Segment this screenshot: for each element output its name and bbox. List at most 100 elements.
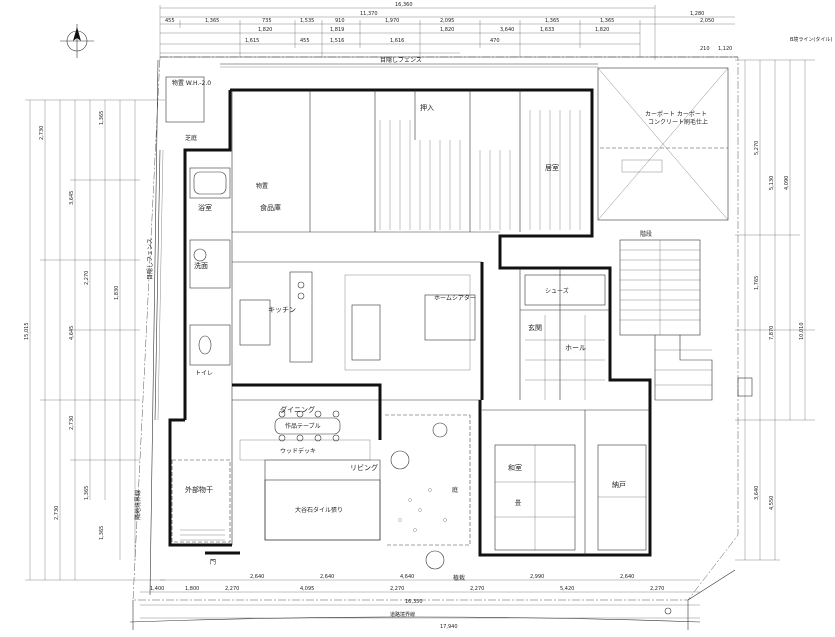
wood-deck-label: ウッドデッキ (280, 447, 316, 455)
closet-label: 押入 (420, 103, 434, 112)
dim-left-2: 1,365 (99, 111, 105, 125)
dim-row1-9: 2,050 (700, 18, 714, 24)
dim-sub-top: 11,370 (360, 11, 378, 17)
kitchen-label: キッチン (268, 306, 296, 314)
dim-row3-3: 1,616 (390, 38, 404, 44)
dim-row1-4: 910 (335, 18, 345, 24)
plant-note-label: 植栽 (453, 574, 465, 582)
dim-row2-0: 1,820 (258, 27, 272, 33)
japanese-room-east: 納戸 (597, 444, 647, 551)
dim-row1-8: 1,365 (600, 18, 614, 24)
dim-left-9: 1,365 (84, 486, 90, 500)
carport-label: カーポート カーポート (645, 110, 707, 118)
living-label: リビング (350, 463, 378, 472)
dim-bottom-in-4: 2,640 (620, 574, 634, 580)
tile-porch: 大谷石タイル張り (264, 479, 381, 541)
storage-shed: 物置 W.H.-2.0 (165, 76, 211, 123)
entrance: シューズ 玄関 ホール (524, 274, 606, 400)
japanese-room-west: 和室 畳 (494, 444, 576, 551)
dim-row1-1: 1,365 (205, 18, 219, 24)
hall-label: ホール (565, 344, 586, 352)
carport-area: カーポート カーポート コンクリート刷毛仕上 (597, 67, 729, 221)
top-dimension-lines: 16,360 11,370 1,280 455 1,365 735 1,535 … (159, 2, 735, 60)
dim-left-4: 4,645 (69, 326, 75, 340)
road2-label: 隣地境界線 (134, 490, 142, 520)
stair-label: 階段 (640, 230, 652, 238)
west-fence: 目隠しフェンス 隣地境界線 芝庭 (134, 134, 197, 520)
dim-left-1: 3,645 (69, 191, 75, 205)
home-theater: ホームシアター (424, 294, 476, 341)
dim-right-2: 4,090 (784, 176, 790, 190)
dim-left-7: 2,730 (54, 506, 60, 520)
bottom-dimension-lines: 2,640 2,640 4,640 2,990 2,640 1,400 1,80… (129, 569, 736, 630)
dim-left-6: 1,830 (114, 286, 120, 300)
dim-right-top-0: 210 (700, 46, 710, 52)
north-fence-label: 目隠しフェンス (380, 56, 422, 64)
site-boundary (132, 56, 739, 601)
building-walls (168, 88, 652, 557)
dim-row2-5: 1,820 (595, 27, 609, 33)
dim-row2-1: 1,819 (330, 27, 344, 33)
dim-left-0: 2,730 (39, 126, 45, 140)
dim-bottom-7: 2,270 (650, 586, 664, 592)
room-north-label: 居室 (545, 163, 559, 172)
dim-row1-5: 1,970 (385, 18, 399, 24)
dim-row3-2: 1,516 (330, 38, 344, 44)
north-arrow-icon (60, 24, 94, 58)
dim-right-5: 10,010 (799, 323, 805, 341)
dim-row2-3: 3,640 (500, 27, 514, 33)
bath-label: 浴室 (198, 203, 212, 212)
dining-table-label: 作品テーブル (285, 422, 321, 430)
road-label: 道路境界線 (390, 611, 415, 618)
dim-road-width: 17,940 (440, 624, 458, 630)
dim-right-top-1: 1,120 (718, 46, 732, 52)
dim-right-0: 5,270 (754, 141, 760, 155)
dim-row1-7: 1,365 (545, 18, 559, 24)
dim-bottom-5: 2,270 (470, 586, 484, 592)
garden: 庭 植栽 (385, 414, 471, 582)
gate-label: 門 (210, 559, 216, 566)
carport-sub-label: コンクリート刷毛仕上 (648, 118, 708, 126)
dim-right-3: 1,765 (754, 276, 760, 290)
north-room-hatching (379, 110, 581, 230)
pantry-label: 食品庫 (260, 203, 281, 212)
dim-bottom-in-2: 4,640 (400, 574, 414, 580)
dim-bottom-in-3: 2,990 (530, 574, 544, 580)
north-fence: 目隠しフェンス (220, 56, 598, 68)
dim-bottom-in-1: 2,640 (320, 574, 334, 580)
dining-label: ダイニング (280, 405, 315, 414)
dim-bottom-2: 2,270 (225, 586, 239, 592)
toilet-label: トイレ (195, 370, 213, 377)
dim-row3-4: 470 (490, 38, 500, 44)
dim-row3-1: 455 (300, 38, 310, 44)
entrance-label: 玄関 (528, 323, 542, 332)
wash-label: 洗面 (194, 261, 208, 270)
dim-left-5: 15,015 (24, 323, 30, 341)
dim-left-10: 1,365 (99, 526, 105, 540)
dim-right-1: 5,130 (769, 176, 775, 190)
gate: 門 (205, 551, 240, 566)
garden-nw-label: 芝庭 (185, 134, 197, 142)
dim-bottom-1: 1,800 (185, 586, 199, 592)
dim-total-bottom: 16,350 (405, 599, 423, 605)
left-dimension-lines: 2,730 3,645 1,365 2,270 4,645 15,015 1,8… (24, 99, 165, 581)
dim-bottom-6: 5,420 (560, 586, 574, 592)
dim-bottom-3: 4,095 (300, 586, 314, 592)
dim-bottom-0: 1,400 (150, 586, 164, 592)
japanese-room-label: 和室 (508, 463, 522, 472)
porch-label: 外部物干 (185, 485, 213, 494)
porch-west: 外部物干 (171, 459, 231, 543)
tile-porch-label: 大谷石タイル張り (295, 506, 343, 514)
dim-bottom-in-0: 2,640 (250, 574, 264, 580)
wood-deck: ウッドデッキ (239, 439, 371, 461)
dim-row2-4: 1,633 (540, 27, 554, 33)
dim-row1-3: 1,535 (300, 18, 314, 24)
shoes-label: シューズ (545, 287, 569, 295)
home-theater-label: ホームシアター (434, 294, 476, 302)
storage-room-label: 納戸 (612, 480, 626, 489)
living: リビング (350, 463, 378, 472)
dim-row1-0: 455 (165, 18, 175, 24)
stair: 階段 (619, 230, 753, 401)
bath-area: 浴室 洗面 トイレ (189, 167, 231, 377)
kitchen: キッチン (239, 271, 471, 371)
